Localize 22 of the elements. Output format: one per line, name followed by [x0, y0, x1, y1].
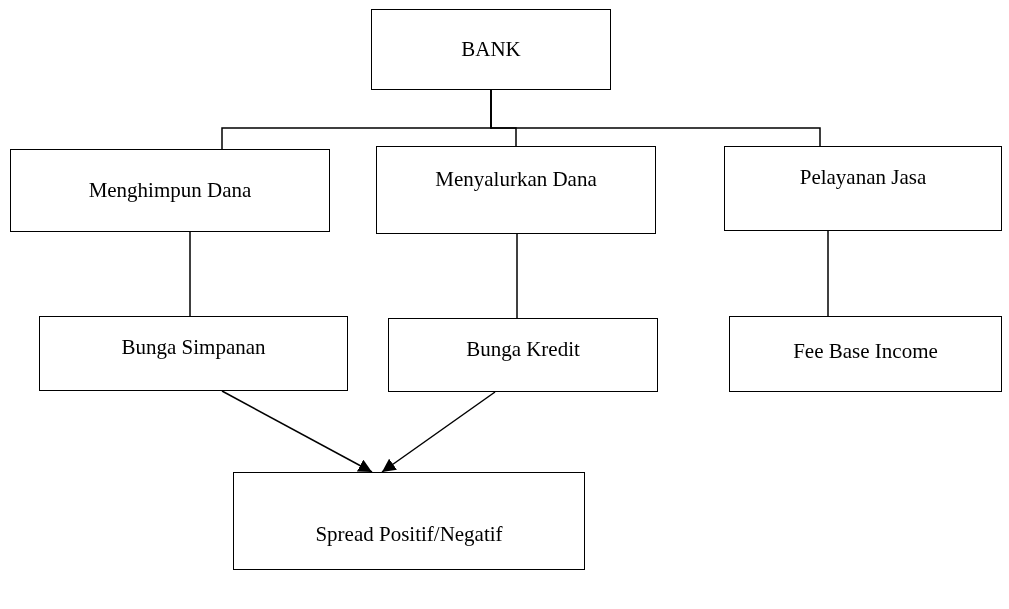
process-box: [724, 146, 1002, 231]
box-label: Bunga Simpanan: [121, 335, 266, 361]
arrow: [381, 391, 496, 473]
arrow: [221, 390, 373, 473]
box-label: Menyalurkan Dana: [435, 167, 597, 193]
connector-line: [827, 230, 829, 317]
connector-line: [490, 89, 821, 147]
process-box: [39, 316, 348, 391]
process-box: [388, 318, 658, 392]
box-label: BANK: [461, 36, 521, 63]
process-box: [371, 9, 611, 90]
connector-line: [516, 233, 518, 319]
process-box: [376, 146, 656, 234]
box-label: Spread Positif/Negatif: [315, 521, 503, 547]
process-box: [10, 149, 330, 232]
process-box: [233, 472, 585, 570]
process-box: [729, 316, 1002, 392]
box-label: Fee Base Income: [793, 339, 938, 365]
box-label: Menghimpun Dana: [88, 177, 252, 204]
box-label: Pelayanan Jasa: [799, 165, 927, 191]
box-label: Bunga Kredit: [466, 337, 580, 363]
connector-line: [189, 231, 191, 317]
